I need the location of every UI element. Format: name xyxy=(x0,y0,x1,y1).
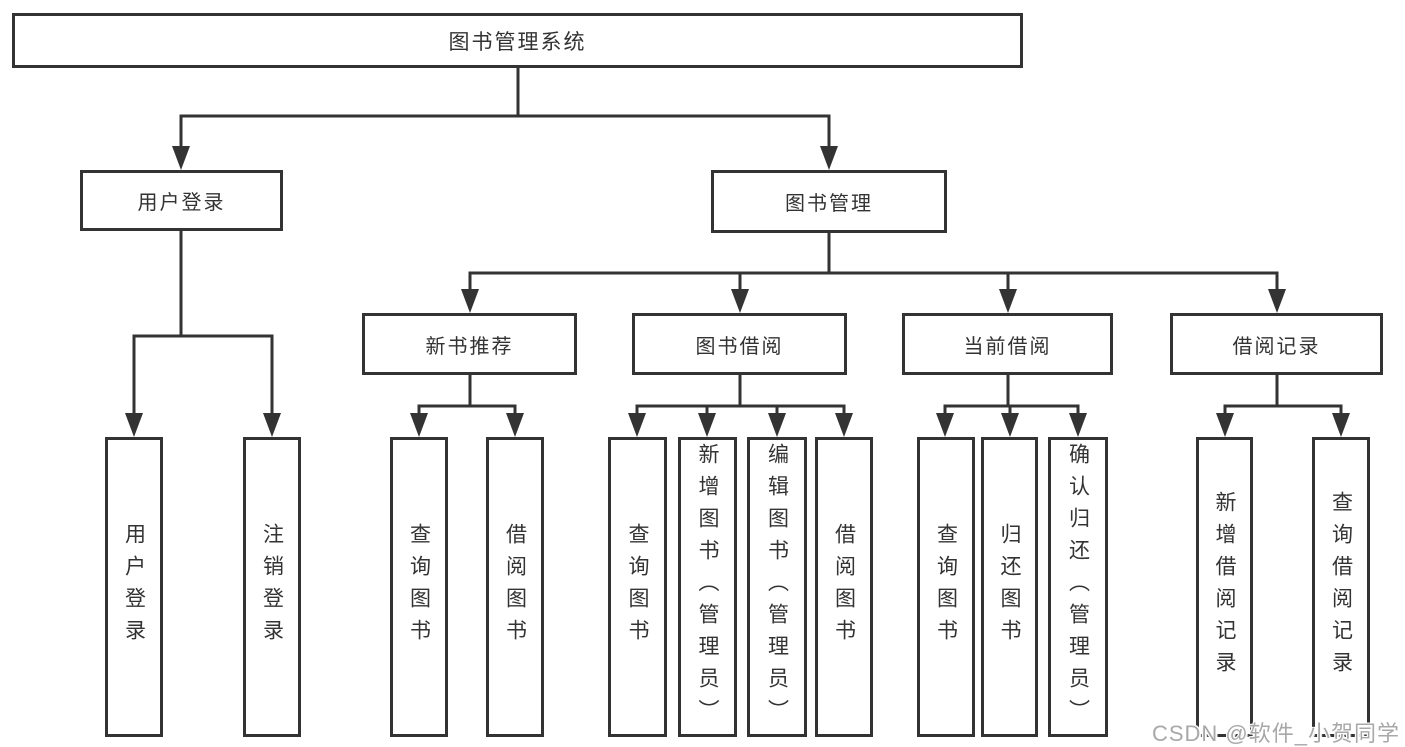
connectors-root-to-level2 xyxy=(172,66,838,170)
connector-line xyxy=(179,66,831,150)
leaf-borrowing-borrow-books: 借阅图书 xyxy=(815,437,873,737)
arrowhead-icon xyxy=(461,289,479,313)
leaf-label: 查询图书 xyxy=(934,523,958,651)
leaf-label: 确认归还（管理员） xyxy=(1066,443,1090,731)
arrowhead-icon xyxy=(698,413,716,437)
leaf-label: 新增图书（管理员） xyxy=(696,443,720,731)
arrowhead-icon xyxy=(125,413,143,437)
leaf-label: 编辑图书（管理员） xyxy=(765,443,789,731)
leaf-confirm-return-admin: 确认归还（管理员） xyxy=(1048,437,1108,737)
connectors-bookborrow-to-leaves xyxy=(628,373,853,437)
connector-line xyxy=(468,231,1279,295)
connectors-newbook-to-leaves xyxy=(410,373,524,437)
arrowhead-icon xyxy=(1001,413,1019,437)
arrowhead-icon xyxy=(1069,413,1087,437)
leaf-edit-books-admin: 编辑图书（管理员） xyxy=(747,437,807,737)
node-user-login: 用户登录 xyxy=(80,170,283,231)
connector-line xyxy=(943,373,1080,420)
leaf-label: 借阅图书 xyxy=(503,523,527,651)
arrowhead-icon xyxy=(506,413,524,437)
arrowhead-icon xyxy=(263,413,281,437)
arrowhead-icon xyxy=(835,413,853,437)
arrowhead-icon xyxy=(172,146,190,170)
leaf-label: 查询借阅记录 xyxy=(1329,491,1353,683)
node-library-system: 图书管理系统 xyxy=(12,13,1023,68)
node-label: 新书推荐 xyxy=(425,335,514,358)
leaf-return-books: 归还图书 xyxy=(981,437,1038,737)
node-current-borrowing: 当前借阅 xyxy=(902,313,1113,375)
leaf-query-borrow-record: 查询借阅记录 xyxy=(1312,437,1370,737)
arrowhead-icon xyxy=(628,413,646,437)
leaf-add-borrow-record: 新增借阅记录 xyxy=(1196,437,1253,737)
connector-line xyxy=(1223,373,1343,420)
node-new-book-recommendation: 新书推荐 xyxy=(362,313,577,375)
leaf-label: 注销登录 xyxy=(260,523,284,651)
leaf-recommend-borrow-books: 借阅图书 xyxy=(486,437,544,737)
node-book-borrowing: 图书借阅 xyxy=(632,313,847,375)
arrowhead-icon xyxy=(731,289,749,313)
leaf-add-books-admin: 新增图书（管理员） xyxy=(678,437,737,737)
leaf-logout: 注销登录 xyxy=(243,437,301,737)
leaf-user-login: 用户登录 xyxy=(105,437,163,737)
node-label: 图书管理系统 xyxy=(448,30,587,54)
connector-line xyxy=(635,373,846,420)
leaf-label: 借阅图书 xyxy=(832,523,856,651)
connector-line xyxy=(417,373,517,420)
leaf-label: 新增借阅记录 xyxy=(1213,491,1237,683)
connectors-currentborrow-to-leaves xyxy=(936,373,1087,437)
connectors-records-to-leaves xyxy=(1216,373,1350,437)
node-label: 借阅记录 xyxy=(1232,335,1321,358)
arrowhead-icon xyxy=(1216,413,1234,437)
csdn-watermark: CSDN @软件_小贺同学 xyxy=(1151,721,1400,746)
leaf-current-query-books: 查询图书 xyxy=(917,437,975,737)
arrowhead-icon xyxy=(936,413,954,437)
node-label: 用户登录 xyxy=(137,192,226,214)
leaf-label: 归还图书 xyxy=(998,523,1022,651)
node-label: 图书借阅 xyxy=(695,335,784,358)
leaf-label: 查询图书 xyxy=(626,523,650,651)
node-label: 图书管理 xyxy=(785,193,873,215)
connectors-bookmgmt-to-level3 xyxy=(461,231,1286,313)
arrowhead-icon xyxy=(1268,289,1286,313)
arrowhead-icon xyxy=(999,289,1017,313)
arrowhead-icon xyxy=(410,413,428,437)
connectors-userlogin-to-leaves xyxy=(125,229,281,437)
arrowhead-icon xyxy=(820,146,838,170)
arrowhead-icon xyxy=(768,413,786,437)
arrowhead-icon xyxy=(1332,413,1350,437)
leaf-label: 查询图书 xyxy=(407,523,431,651)
connector-line xyxy=(132,229,274,420)
node-label: 当前借阅 xyxy=(963,335,1052,358)
node-borrowing-records: 借阅记录 xyxy=(1170,313,1383,375)
leaf-borrowing-query-books: 查询图书 xyxy=(608,437,667,737)
leaf-recommend-query-books: 查询图书 xyxy=(390,437,448,737)
node-book-management: 图书管理 xyxy=(711,170,947,233)
leaf-label: 用户登录 xyxy=(122,523,146,651)
